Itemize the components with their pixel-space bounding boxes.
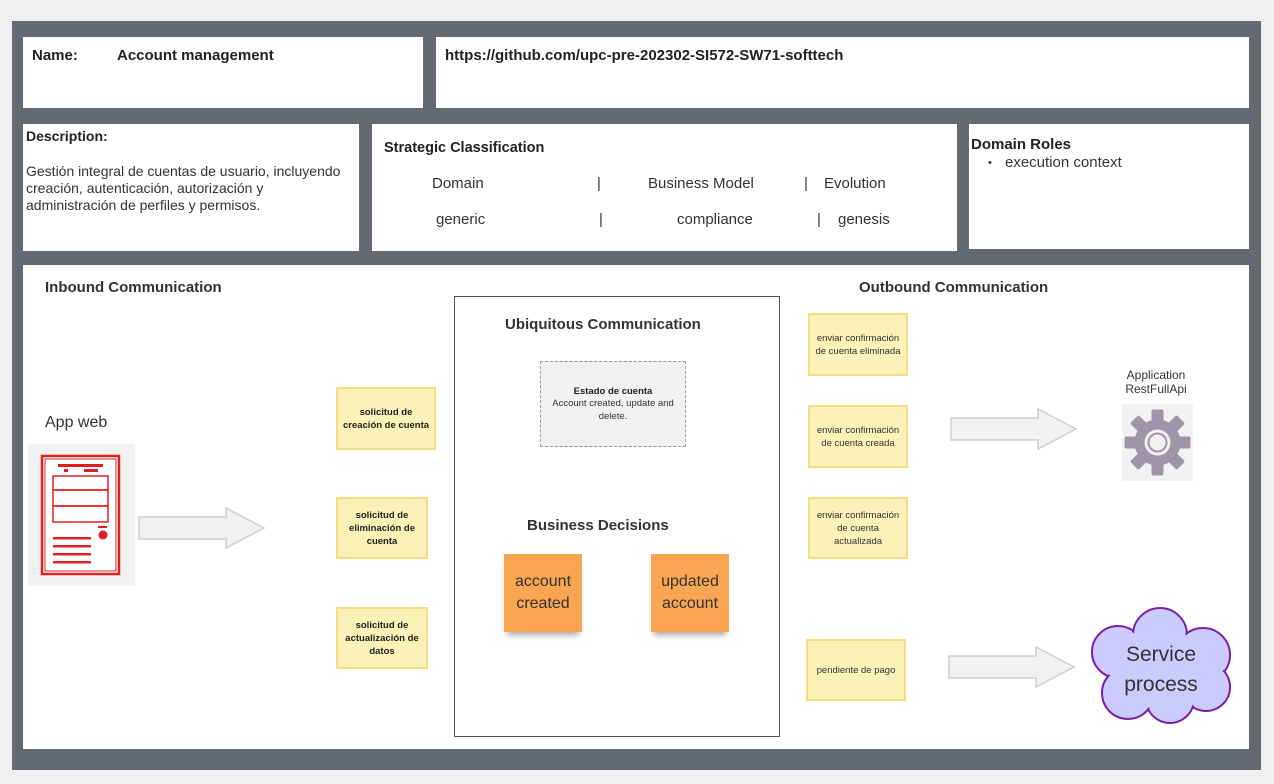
separator: | <box>597 175 601 192</box>
separator: | <box>599 211 603 228</box>
ubiquitous-title: Ubiquitous Communication <box>505 316 701 333</box>
value-evolution: genesis <box>838 211 890 228</box>
outbound-arrow-service <box>948 645 1076 689</box>
gear-drawing <box>1124 409 1191 476</box>
separator: | <box>804 175 808 192</box>
gear-icon <box>1122 404 1193 481</box>
inbound-message-sticky: solicitud de actualización de datos <box>336 607 428 669</box>
description-text: Gestión integral de cuentas de usuario, … <box>26 163 341 213</box>
description-title: Description: <box>26 128 108 144</box>
domain-roles-box: Domain Roles • execution context <box>969 124 1249 249</box>
outbound-message-sticky: pendiente de pago <box>806 639 906 701</box>
value-business-model: compliance <box>677 211 753 228</box>
app-web-label: App web <box>45 414 108 431</box>
outbound-message-sticky: enviar confirmación de cuenta actualizad… <box>808 497 908 559</box>
decision-sticky: account created <box>504 554 582 632</box>
repo-url[interactable]: https://github.com/upc-pre-202302-SI572-… <box>445 47 844 64</box>
name-label: Name: <box>32 47 78 64</box>
inbound-message-sticky: solicitud de creación de cuenta <box>336 387 436 450</box>
glossary-term-title: Estado de cuenta <box>573 386 653 397</box>
domain-role-item: execution context <box>1005 154 1122 171</box>
value-domain: generic <box>436 211 486 228</box>
separator: | <box>817 211 821 228</box>
strategic-title: Strategic Classification <box>384 140 545 156</box>
inbound-message-sticky: solicitud de eliminación de cuenta <box>336 497 428 559</box>
header-evolution: Evolution <box>824 175 886 192</box>
inbound-arrow <box>138 506 266 550</box>
service-process-label: Service process <box>1124 643 1198 696</box>
header-domain: Domain <box>432 175 484 192</box>
web-server-icon <box>28 444 135 586</box>
domain-roles-title: Domain Roles <box>971 136 1072 153</box>
outbound-message-sticky: enviar confirmación de cuenta eliminada <box>808 313 908 376</box>
strategic-box: Strategic Classification Domain | Busine… <box>372 124 957 251</box>
decision-sticky: updated account <box>651 554 729 632</box>
glossary-term-text: Account created, update and delete. <box>552 398 674 422</box>
server-drawing <box>40 454 121 576</box>
service-cloud <box>1091 607 1231 724</box>
name-value: Account management <box>117 47 274 64</box>
outbound-message-sticky: enviar confirmación de cuenta creada <box>808 405 908 468</box>
inbound-title: Inbound Communication <box>45 279 222 296</box>
outbound-arrow-app <box>950 407 1078 451</box>
header-business-model: Business Model <box>648 175 754 192</box>
business-decisions-title: Business Decisions <box>527 517 669 534</box>
outbound-title: Outbound Communication <box>859 279 1049 296</box>
url-box: https://github.com/upc-pre-202302-SI572-… <box>436 37 1249 108</box>
application-label: Application RestFullApi <box>1125 368 1187 396</box>
bullet-icon: • <box>988 157 992 169</box>
description-box: Description: Gestión integral de cuentas… <box>23 124 359 251</box>
glossary-term: Estado de cuenta Account created, update… <box>540 361 686 447</box>
name-box: Name: Account management <box>23 37 423 108</box>
